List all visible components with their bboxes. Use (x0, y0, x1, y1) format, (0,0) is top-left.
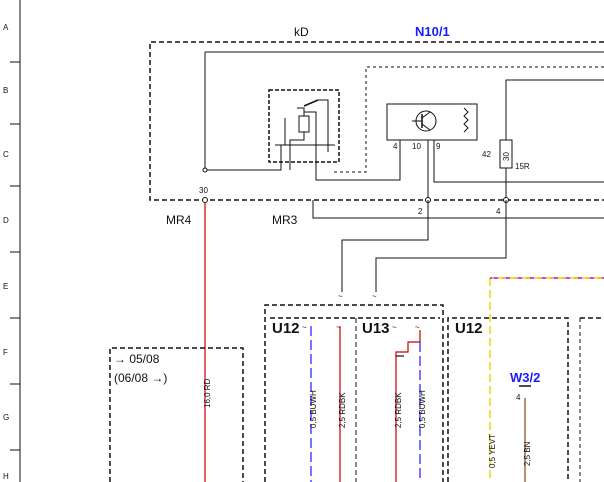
wire-label-rdbk-2: 2,5 RDBK (394, 392, 403, 428)
bottom-sections (109, 304, 569, 482)
row-label-h: H (3, 472, 9, 481)
pin-2: 2 (418, 207, 423, 216)
connector-mr3: MR3 (272, 213, 298, 227)
validity-range: (06/08 →) (114, 371, 167, 385)
wire-label-buwh-1: 0,5 BUWH (309, 390, 318, 428)
wire-label-yevt: 0,5 YEVT (488, 434, 497, 468)
break-mark-6: ~ (415, 323, 420, 332)
break-mark-1: ~ (338, 292, 343, 301)
row-label-c: C (3, 150, 9, 159)
pin-4a: 4 (393, 142, 398, 151)
component-w3-2: W3/2 (510, 370, 540, 385)
pin-42: 42 (482, 150, 491, 159)
fuse (499, 130, 513, 200)
row-label-b: B (3, 86, 8, 95)
row-label-a: A (3, 23, 9, 32)
header-u13: U13 (362, 320, 390, 337)
row-label-g: G (3, 413, 9, 422)
break-mark-2: ~ (372, 292, 377, 301)
connector-mr4: MR4 (166, 213, 192, 227)
pin-9: 9 (436, 142, 441, 151)
section-wires (310, 277, 604, 482)
row-label-f: F (3, 348, 8, 357)
break-mark-3: ~ (302, 323, 307, 332)
external-wiring (312, 200, 604, 292)
pin-4b: 4 (496, 207, 501, 216)
fuse-rating: 15R (515, 162, 530, 171)
wire-label-buwh-2: 0,5 BUWH (418, 390, 427, 428)
module-label: N10/1 (415, 24, 450, 39)
transistor-block (386, 103, 478, 141)
row-index-strip: A B C D E F G H (3, 0, 21, 482)
header-u12-left: U12 (272, 320, 300, 337)
pin-30: 30 (199, 186, 208, 195)
pin-10: 10 (412, 142, 421, 151)
internal-wiring (204, 51, 604, 200)
wire-label-rd: 16,0 RD (203, 378, 212, 408)
module-outline (149, 41, 604, 201)
relay-label: kD (294, 25, 309, 39)
break-mark-5: ~ (392, 323, 397, 332)
wire-label-rdbk-1: 2,5 RDBK (338, 392, 347, 428)
header-u12-right: U12 (455, 320, 483, 337)
row-label-e: E (3, 282, 8, 291)
validity-from: → 05/08 (114, 352, 160, 366)
inner-module-outline (333, 66, 604, 173)
connector-pins (202, 167, 509, 203)
break-mark-4: ~ (336, 323, 341, 332)
pin-4c: 4 (516, 393, 521, 402)
relay-kd (268, 89, 340, 163)
row-label-d: D (3, 216, 9, 225)
fuse-value: 30 (502, 152, 511, 161)
wire-label-bn: 2,5 BN (523, 441, 532, 466)
